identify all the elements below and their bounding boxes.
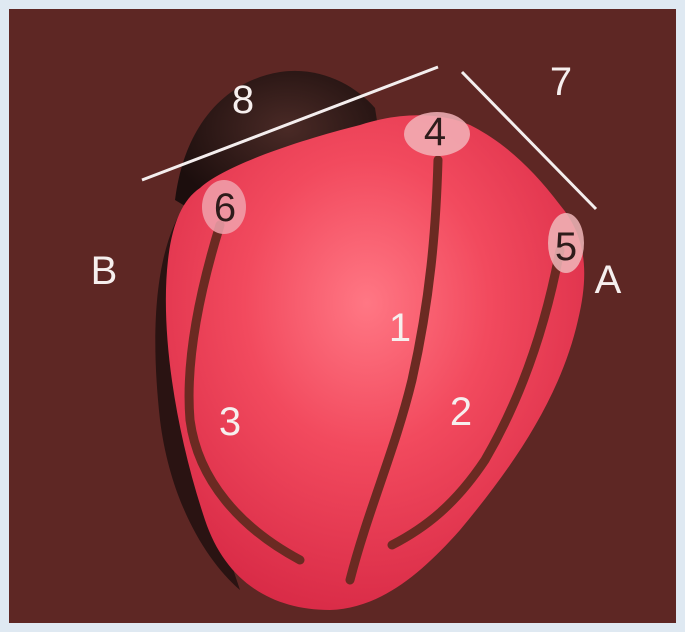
label-a: A <box>595 260 622 300</box>
label-3: 3 <box>219 402 241 442</box>
label-b: B <box>91 251 118 291</box>
label-2: 2 <box>450 392 472 432</box>
label-4: 4 <box>424 112 446 152</box>
label-8: 8 <box>232 80 254 120</box>
label-5: 5 <box>555 227 577 267</box>
label-1: 1 <box>389 308 411 348</box>
label-7: 7 <box>550 62 572 102</box>
label-6: 6 <box>214 188 236 228</box>
